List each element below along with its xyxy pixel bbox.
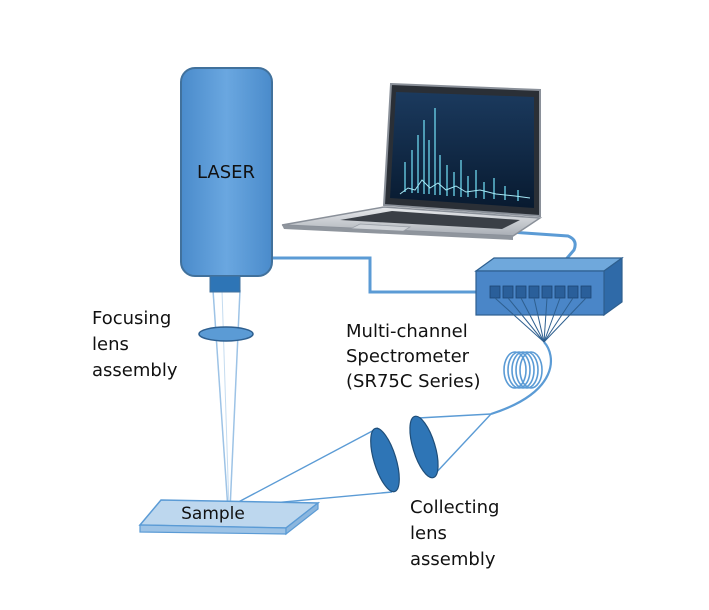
usb-cable [509, 230, 577, 265]
sample-slide: Sample [138, 499, 321, 536]
fiber-cable [490, 341, 553, 416]
focusing-lens-label: Focusing lens assembly [92, 308, 178, 381]
svg-text:assembly: assembly [410, 549, 496, 570]
spectrum-display [404, 108, 519, 201]
svg-text:(SR75C Series): (SR75C Series) [346, 371, 481, 392]
fiber-bundle [494, 297, 587, 343]
svg-text:lens: lens [410, 523, 447, 544]
laser-cable [272, 256, 476, 294]
focusing-lens [198, 326, 254, 342]
laser-label: LASER [197, 162, 255, 183]
collecting-lens-assembly [370, 415, 439, 493]
svg-text:lens: lens [92, 334, 129, 355]
cables [272, 230, 577, 416]
spectrometer-box-icon [474, 256, 624, 343]
svg-text:assembly: assembly [92, 360, 178, 381]
collection-beam [228, 413, 492, 508]
laptop-icon [281, 82, 543, 240]
fiber-coil-icon [503, 351, 543, 389]
sample-label: Sample [181, 504, 245, 524]
spectrometer-label: Multi-channel Spectrometer (SR75C Series… [346, 321, 481, 392]
svg-text:Focusing: Focusing [92, 308, 171, 329]
svg-text:Spectrometer: Spectrometer [346, 346, 470, 367]
laser-source-icon: LASER [180, 67, 273, 293]
svg-text:Collecting: Collecting [410, 497, 499, 518]
svg-text:Multi-channel: Multi-channel [346, 321, 468, 342]
laser-beam [212, 289, 241, 511]
collecting-lens-label: Collecting lens assembly [410, 497, 499, 570]
